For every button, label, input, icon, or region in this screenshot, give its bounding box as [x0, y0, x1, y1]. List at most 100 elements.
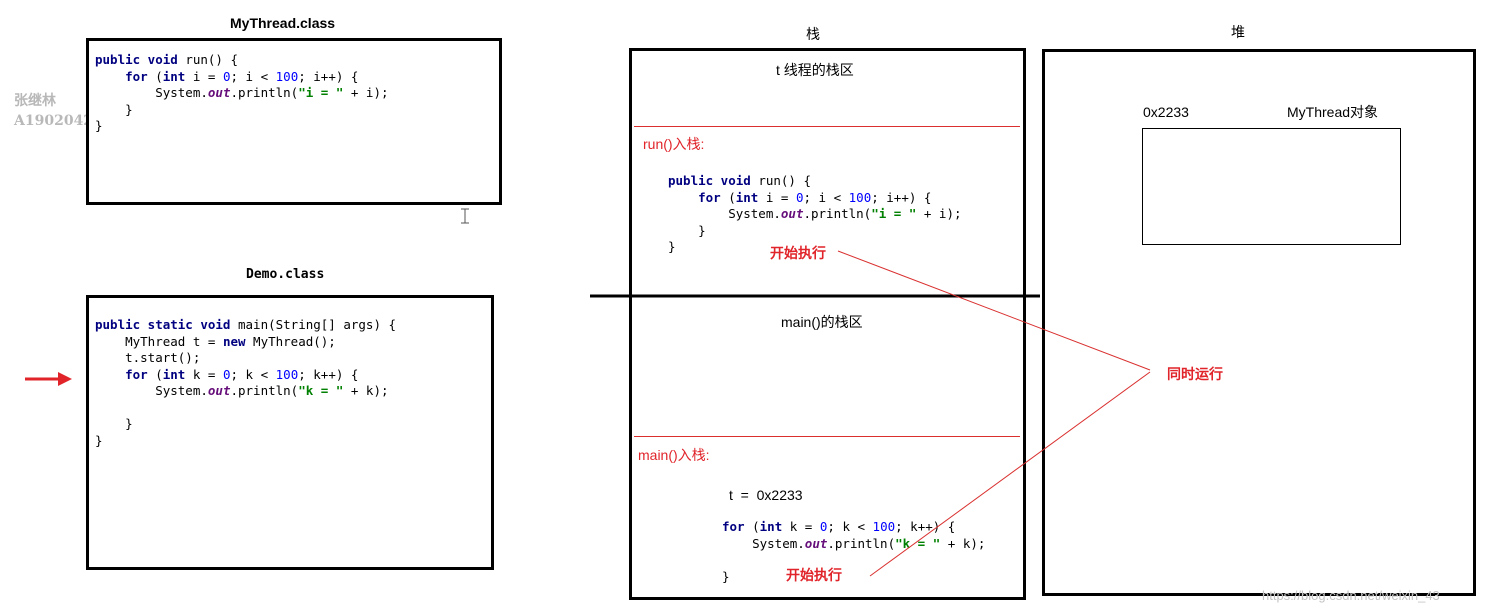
- code-token: i =: [758, 189, 796, 205]
- code-token: MyThread();: [245, 333, 336, 349]
- t-stack-area-label: t 线程的栈区: [776, 62, 854, 78]
- main-assign: t = 0x2233: [729, 487, 803, 503]
- code-token: k =: [185, 366, 223, 382]
- code-token: 100: [275, 366, 299, 382]
- code-token: }: [668, 239, 676, 254]
- code-token: .println(: [827, 535, 896, 551]
- code-token: (: [720, 189, 736, 205]
- main-push-label: main()入栈:: [638, 447, 710, 463]
- code-token: i =: [185, 68, 223, 84]
- code-token: }: [95, 118, 103, 133]
- code-token: "k = ": [298, 383, 344, 398]
- code-token: ; k <: [827, 519, 873, 534]
- code-line: public void run() {: [668, 173, 811, 188]
- code-token: + k);: [940, 535, 986, 551]
- code-token: }: [722, 568, 730, 584]
- code-token: for: [125, 366, 148, 382]
- main-stack-area-label: main()的栈区: [781, 314, 863, 330]
- code-line: }: [95, 102, 133, 117]
- code-token: main(String[] args) {: [230, 317, 397, 332]
- code-token: new: [222, 333, 246, 349]
- code-token: int: [759, 519, 783, 534]
- code-token: }: [668, 222, 706, 238]
- demo-class-title: Demo.class: [246, 267, 325, 282]
- demo-class-box: [86, 295, 494, 570]
- code-token: 100: [275, 68, 299, 84]
- code-line: }: [95, 433, 103, 448]
- mythread-class-box: [86, 38, 502, 205]
- watermark-name: 张继林: [14, 93, 56, 109]
- code-line: public static void main(String[] args) {: [95, 317, 396, 332]
- code-line: System.out.println("k = " + k);: [722, 536, 985, 551]
- code-token: int: [162, 366, 186, 382]
- code-line: for (int i = 0; i < 100; i++) {: [668, 190, 931, 205]
- stack-title: 栈: [806, 26, 820, 42]
- concurrent-label: 同时运行: [1167, 366, 1223, 382]
- code-token: public void: [95, 52, 178, 67]
- code-token: public void: [668, 173, 751, 188]
- code-token: }: [95, 432, 103, 448]
- code-token: }: [95, 416, 133, 431]
- heap-address: 0x2233: [1143, 104, 1189, 120]
- main-stack-divider: [634, 436, 1020, 437]
- code-line: for (int k = 0; k < 100; k++) {: [722, 519, 955, 534]
- code-token: (: [147, 68, 163, 84]
- code-token: run() {: [750, 173, 812, 188]
- mythread-class-title: MyThread.class: [230, 15, 336, 31]
- heap-box: [1042, 49, 1476, 596]
- code-token: ; k++) {: [298, 366, 359, 382]
- code-token: "i = ": [298, 85, 344, 100]
- demo-class-code: public static void main(String[] args) {…: [95, 317, 396, 449]
- code-token: 100: [848, 189, 872, 205]
- code-token: k =: [782, 519, 820, 534]
- code-token: out: [804, 535, 828, 551]
- code-token: public static void: [95, 317, 231, 332]
- code-token: System.: [95, 383, 208, 398]
- t-stack-code: public void run() { for (int i = 0; i < …: [668, 173, 962, 256]
- code-token: 0: [819, 519, 828, 534]
- code-token: 0: [795, 189, 804, 205]
- code-line: }: [95, 416, 133, 431]
- text-cursor-icon: [461, 208, 469, 224]
- code-line: t.start();: [95, 350, 200, 365]
- code-token: ; i++) {: [298, 68, 359, 84]
- code-token: System.: [668, 206, 781, 221]
- code-token: 0: [222, 68, 231, 84]
- code-token: (: [147, 366, 163, 382]
- code-line: }: [722, 569, 730, 584]
- code-token: out: [207, 383, 231, 398]
- code-line: }: [95, 118, 103, 133]
- code-line: public void run() {: [95, 52, 238, 67]
- code-line: for (int k = 0; k < 100; k++) {: [95, 367, 358, 382]
- run-push-label: run()入栈:: [643, 136, 705, 152]
- code-token: t.start();: [95, 350, 201, 365]
- code-token: MyThread t =: [95, 333, 223, 349]
- main-start-label: 开始执行: [786, 567, 842, 583]
- code-line: MyThread t = new MyThread();: [95, 334, 336, 349]
- code-token: ; i++) {: [871, 189, 932, 205]
- code-token: for: [125, 68, 148, 84]
- code-token: + i);: [343, 85, 389, 100]
- code-token: + i);: [916, 206, 962, 221]
- code-token: out: [207, 85, 231, 100]
- code-line: for (int i = 0; i < 100; i++) {: [95, 69, 358, 84]
- code-token: .println(: [803, 206, 872, 221]
- code-token: + k);: [343, 383, 389, 398]
- code-token: (: [744, 519, 760, 534]
- current-line-arrow-icon: [25, 372, 72, 386]
- code-token: 0: [222, 366, 231, 382]
- code-token: }: [95, 101, 133, 117]
- mythread-class-code: public void run() { for (int i = 0; i < …: [95, 52, 389, 135]
- source-credit: https://blog.csdn.net/weixin_43: [1262, 588, 1440, 603]
- t-start-label: 开始执行: [770, 245, 826, 261]
- code-token: ; k <: [230, 366, 276, 382]
- code-line: System.out.println("i = " + i);: [95, 85, 389, 100]
- code-token: ; i <: [230, 68, 276, 84]
- code-token: System.: [95, 85, 208, 100]
- heap-object-label: MyThread对象: [1287, 104, 1379, 120]
- code-line: System.out.println("k = " + k);: [95, 383, 389, 398]
- stack-box: [629, 48, 1026, 600]
- main-start-connector: [869, 371, 1151, 577]
- code-line: System.out.println("i = " + i);: [668, 206, 962, 221]
